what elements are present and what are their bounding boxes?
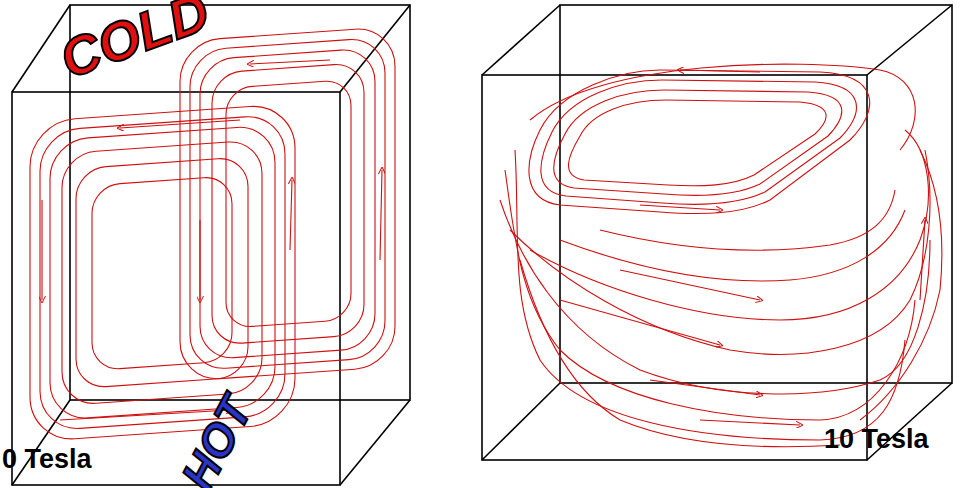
- temperature-label: COLD: [53, 0, 215, 87]
- streamlines: [30, 26, 395, 442]
- streamlines: [500, 64, 942, 447]
- field-label: 10 Tesla: [824, 426, 929, 453]
- temperature-label: HOT: [173, 389, 259, 488]
- field-label: 0 Tesla: [2, 446, 92, 473]
- cube-outline: [482, 5, 952, 460]
